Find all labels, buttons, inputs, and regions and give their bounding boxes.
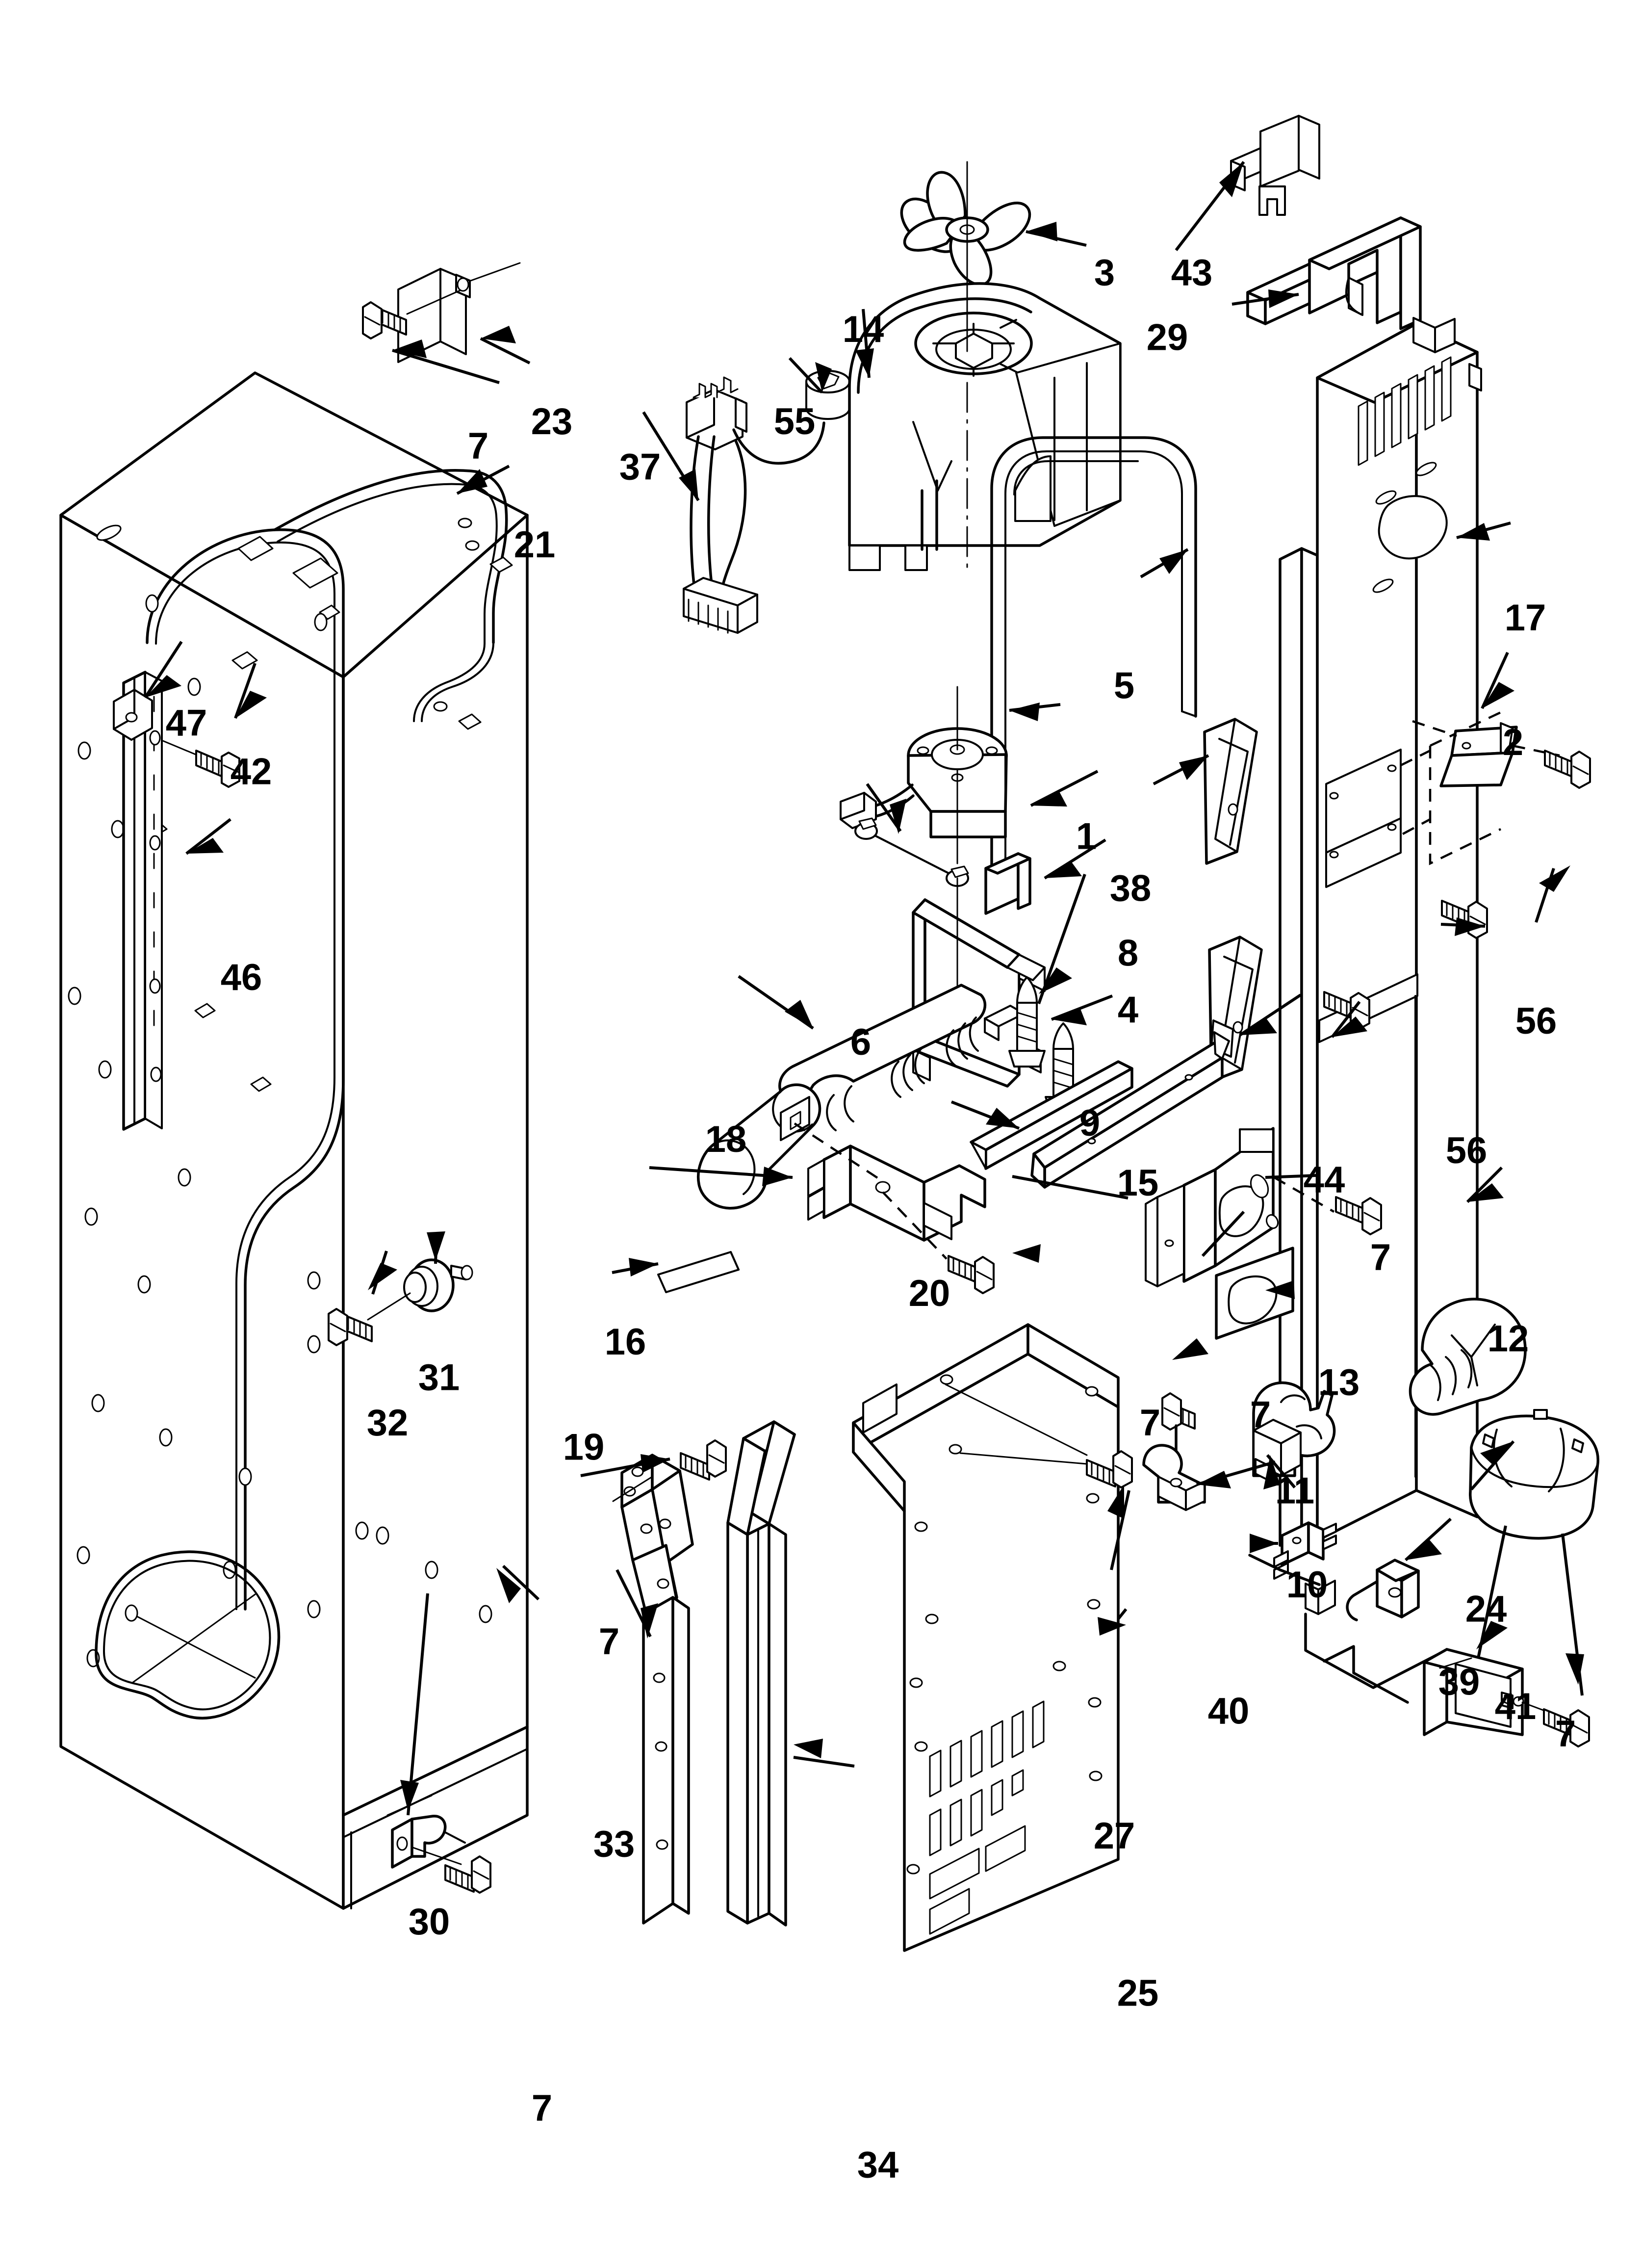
light-socket-bracket-44 bbox=[1145, 1127, 1382, 1287]
callout-number-16: 16 bbox=[605, 1321, 646, 1363]
ground-strap-6 bbox=[854, 817, 969, 887]
screw-27 bbox=[1086, 1450, 1133, 1488]
terminal-39 bbox=[1248, 1554, 1443, 1704]
callout-number-15: 15 bbox=[1117, 1162, 1159, 1204]
deflector-rail-15 bbox=[1030, 1031, 1230, 1189]
callout-number-19: 19 bbox=[563, 1426, 605, 1468]
drain-clip-30 bbox=[391, 1815, 491, 1894]
callout-number-1: 1 bbox=[1076, 816, 1097, 858]
light-bulb-12 bbox=[1409, 1298, 1527, 1416]
callout-number-3: 3 bbox=[1094, 252, 1115, 293]
callout-number-23: 23 bbox=[531, 401, 573, 443]
fan-shroud-14 bbox=[848, 225, 1122, 571]
hinge-cover-bracket-23 bbox=[362, 262, 521, 363]
toe-rail-34 bbox=[726, 1420, 796, 1927]
callout-number-55: 55 bbox=[774, 401, 816, 443]
callout-number-44: 44 bbox=[1304, 1159, 1345, 1201]
relay-cover-41 bbox=[1423, 1648, 1590, 1747]
deflector-trim-20 bbox=[970, 1060, 1133, 1170]
callout-number-10: 10 bbox=[1286, 1564, 1328, 1606]
callout-number-7: 7 bbox=[532, 2087, 552, 2129]
callout-number-34: 34 bbox=[857, 2144, 899, 2186]
callout-number-46: 46 bbox=[221, 957, 262, 998]
callout-number-30: 30 bbox=[409, 1901, 450, 1943]
callout-number-43: 43 bbox=[1171, 252, 1213, 293]
light-switch-10 bbox=[1252, 1381, 1336, 1482]
callout-number-9: 9 bbox=[1079, 1102, 1100, 1144]
callout-number-37: 37 bbox=[619, 446, 661, 488]
callout-number-4: 4 bbox=[1118, 989, 1138, 1031]
lens-gasket-13 bbox=[1215, 1247, 1294, 1340]
access-panel-25 bbox=[852, 1323, 1120, 1952]
callout-number-18: 18 bbox=[705, 1119, 747, 1160]
callout-leaders bbox=[144, 161, 1584, 1816]
model-label-19 bbox=[657, 1251, 740, 1293]
leg-bracket-33 bbox=[612, 1439, 727, 1925]
duct-baffle-29 bbox=[1246, 216, 1422, 330]
callout-number-12: 12 bbox=[1488, 1318, 1529, 1359]
callout-number-7: 7 bbox=[468, 425, 488, 467]
wire-clip-11 bbox=[1142, 1392, 1206, 1511]
callout-number-17: 17 bbox=[1505, 597, 1546, 639]
callout-number-38: 38 bbox=[1110, 867, 1152, 909]
ground-bracket-2 bbox=[1412, 720, 1591, 789]
callout-number-40: 40 bbox=[1208, 1691, 1250, 1732]
callout-number-13: 13 bbox=[1318, 1361, 1360, 1403]
callout-number-25: 25 bbox=[1117, 1972, 1159, 2014]
shelf-ladder-group bbox=[113, 671, 240, 1131]
terminal-40 bbox=[1273, 1521, 1337, 1580]
callout-number-33: 33 bbox=[593, 1824, 635, 1865]
callout-number-24: 24 bbox=[1465, 1589, 1507, 1630]
callout-number-7: 7 bbox=[1370, 1237, 1391, 1278]
callout-number-32: 32 bbox=[367, 1402, 409, 1444]
fan-motor-1 bbox=[840, 686, 1008, 864]
panel-louvers bbox=[1358, 356, 1452, 466]
panel-25-louvers bbox=[929, 1700, 1045, 1935]
grommet-38 bbox=[984, 852, 1031, 915]
callout-number-7: 7 bbox=[1140, 1402, 1160, 1444]
callout-number-7: 7 bbox=[1250, 1394, 1271, 1435]
callout-number-2: 2 bbox=[1503, 722, 1523, 763]
callout-number-20: 20 bbox=[909, 1273, 950, 1314]
callout-number-5: 5 bbox=[1114, 665, 1134, 706]
callout-number-42: 42 bbox=[231, 751, 272, 793]
callout-number-27: 27 bbox=[1094, 1815, 1135, 1857]
callout-number-56: 56 bbox=[1446, 1130, 1488, 1172]
callout-number-41: 41 bbox=[1495, 1686, 1537, 1727]
callout-number-39: 39 bbox=[1438, 1661, 1480, 1703]
callout-number-31: 31 bbox=[418, 1357, 460, 1399]
callout-number-7: 7 bbox=[1555, 1713, 1576, 1755]
callout-number-6: 6 bbox=[850, 1021, 871, 1063]
screw-42 bbox=[162, 740, 240, 788]
callout-number-21: 21 bbox=[514, 524, 556, 566]
callout-number-11: 11 bbox=[1275, 1470, 1314, 1512]
callout-number-47: 47 bbox=[166, 702, 207, 744]
duct-bracket-16 bbox=[794, 1122, 995, 1294]
diffuser-duct-18 bbox=[696, 984, 987, 1210]
callout-number-29: 29 bbox=[1147, 317, 1188, 359]
callout-number-14: 14 bbox=[843, 309, 884, 350]
screw-7-near-15 bbox=[1008, 976, 1046, 1068]
callout-number-8: 8 bbox=[1118, 932, 1138, 974]
callout-number-7: 7 bbox=[599, 1621, 619, 1663]
callout-number-56: 56 bbox=[1515, 1000, 1557, 1042]
door-cam-31 bbox=[328, 1258, 473, 1346]
